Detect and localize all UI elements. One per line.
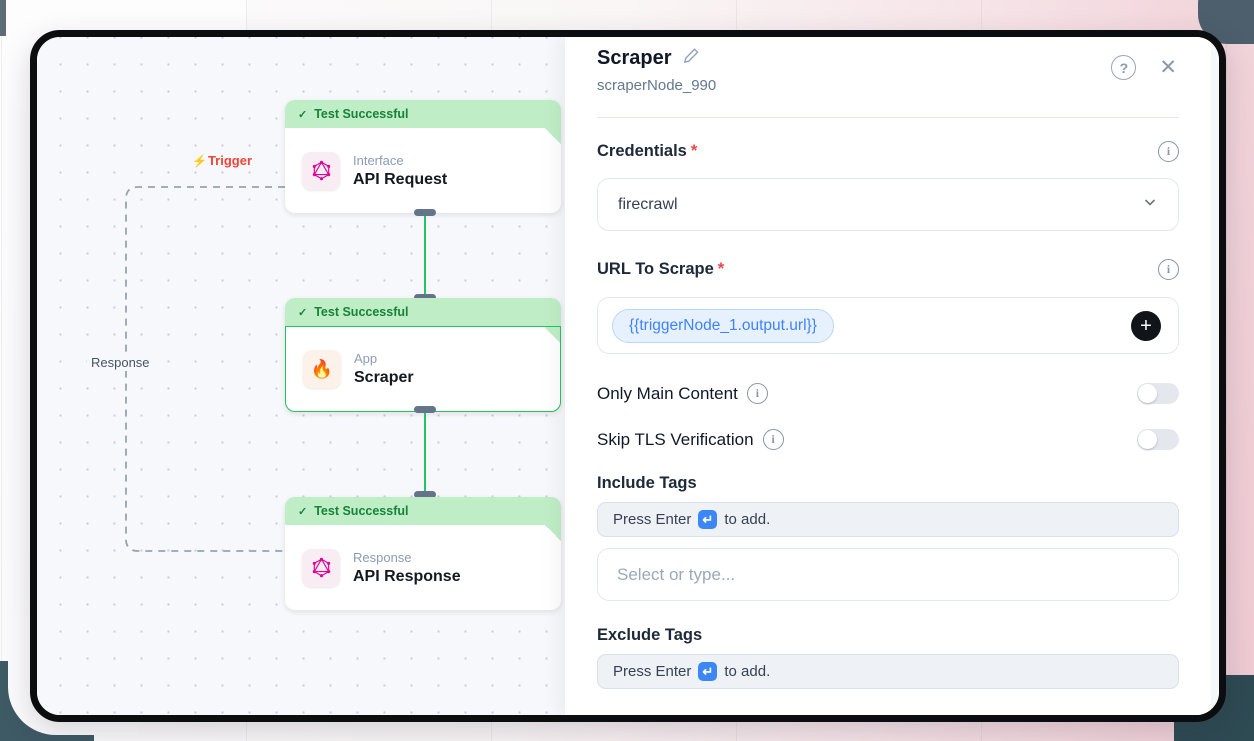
panel-header: Scraper scraperNode_990 ? ✕ [597, 37, 1179, 95]
connector-line [424, 413, 426, 491]
node-title: Scraper [354, 369, 414, 386]
exclude-tags-label: Exclude Tags [597, 626, 703, 644]
check-icon: ✓ [298, 505, 308, 518]
node-api-response[interactable]: ✓ Test Successful [285, 497, 561, 610]
response-connection-wire [125, 186, 285, 552]
chevron-down-icon [1142, 194, 1158, 215]
credentials-select[interactable]: firecrawl [597, 178, 1179, 231]
check-icon: ✓ [298, 108, 308, 121]
node-scraper[interactable]: ✓ Test Successful 🔥 App Scraper [285, 298, 561, 412]
app-window-frame: ⚡ Trigger Response ✓ Test Successful [30, 30, 1226, 722]
response-edge-label: Response [87, 354, 154, 371]
check-icon: ✓ [298, 306, 308, 319]
exclude-tags-hint: Press Enter ↵ to add. [597, 654, 1179, 689]
enter-key-icon: ↵ [698, 662, 718, 681]
skip-tls-label: Skip TLS Verification [597, 429, 754, 449]
variable-chip[interactable]: {{triggerNode_1.output.url}} [612, 308, 834, 343]
connector-handle[interactable] [414, 294, 436, 301]
credentials-label: Credentials* [597, 142, 698, 160]
toggle-knob [1138, 384, 1157, 403]
graphql-icon [302, 548, 340, 587]
url-to-scrape-input[interactable]: {{triggerNode_1.output.url}} + [597, 297, 1179, 354]
trigger-edge-label: ⚡ Trigger [192, 153, 253, 168]
card-corner-fold [545, 128, 561, 144]
info-icon[interactable]: i [1158, 141, 1179, 162]
card-corner-fold [545, 525, 561, 541]
add-variable-button[interactable]: + [1131, 310, 1161, 341]
node-properties-panel: Scraper scraperNode_990 ? ✕ Credentials*… [565, 37, 1211, 715]
node-title: API Response [353, 567, 461, 585]
card-corner-fold [544, 327, 560, 343]
node-status-banner: ✓ Test Successful [298, 305, 409, 319]
credentials-value: firecrawl [618, 195, 678, 213]
connector-handle[interactable] [414, 491, 436, 498]
include-tags-hint: Press Enter ↵ to add. [597, 502, 1179, 537]
node-api-request[interactable]: ✓ Test Successful [285, 100, 561, 213]
node-status-banner: ✓ Test Successful [298, 107, 409, 121]
node-connector[interactable] [413, 406, 437, 498]
help-icon[interactable]: ? [1111, 55, 1137, 80]
info-icon[interactable]: i [762, 429, 784, 450]
node-title: API Request [353, 170, 448, 188]
header-divider [597, 117, 1179, 118]
panel-title: Scraper [597, 46, 672, 69]
enter-key-icon: ↵ [698, 510, 718, 529]
url-to-scrape-label: URL To Scrape* [597, 260, 725, 278]
edit-pencil-icon[interactable] [682, 46, 701, 70]
node-category: App [354, 351, 378, 366]
fire-icon: 🔥 [303, 350, 341, 388]
node-category: Interface [353, 152, 404, 168]
node-category: Response [353, 549, 412, 565]
close-icon[interactable]: ✕ [1159, 56, 1177, 79]
connector-handle[interactable] [414, 209, 436, 216]
only-main-content-toggle[interactable] [1137, 383, 1179, 404]
node-id-text: scraperNode_990 [597, 77, 717, 94]
node-connector[interactable] [413, 209, 437, 301]
only-main-content-label: Only Main Content [597, 383, 738, 403]
only-main-content-row: Only Main Content i [597, 383, 1179, 404]
connector-handle[interactable] [414, 406, 436, 413]
node-status-banner: ✓ Test Successful [298, 504, 409, 518]
info-icon[interactable]: i [1158, 259, 1179, 280]
connector-line [424, 216, 426, 294]
skip-tls-toggle[interactable] [1137, 429, 1179, 450]
include-tags-input[interactable] [597, 548, 1179, 601]
graphql-icon [302, 151, 340, 190]
include-tags-label: Include Tags [597, 474, 697, 492]
toggle-knob [1138, 430, 1157, 449]
info-icon[interactable]: i [746, 383, 768, 404]
skip-tls-row: Skip TLS Verification i [597, 429, 1179, 450]
lightning-bolt-icon: ⚡ [192, 153, 207, 168]
